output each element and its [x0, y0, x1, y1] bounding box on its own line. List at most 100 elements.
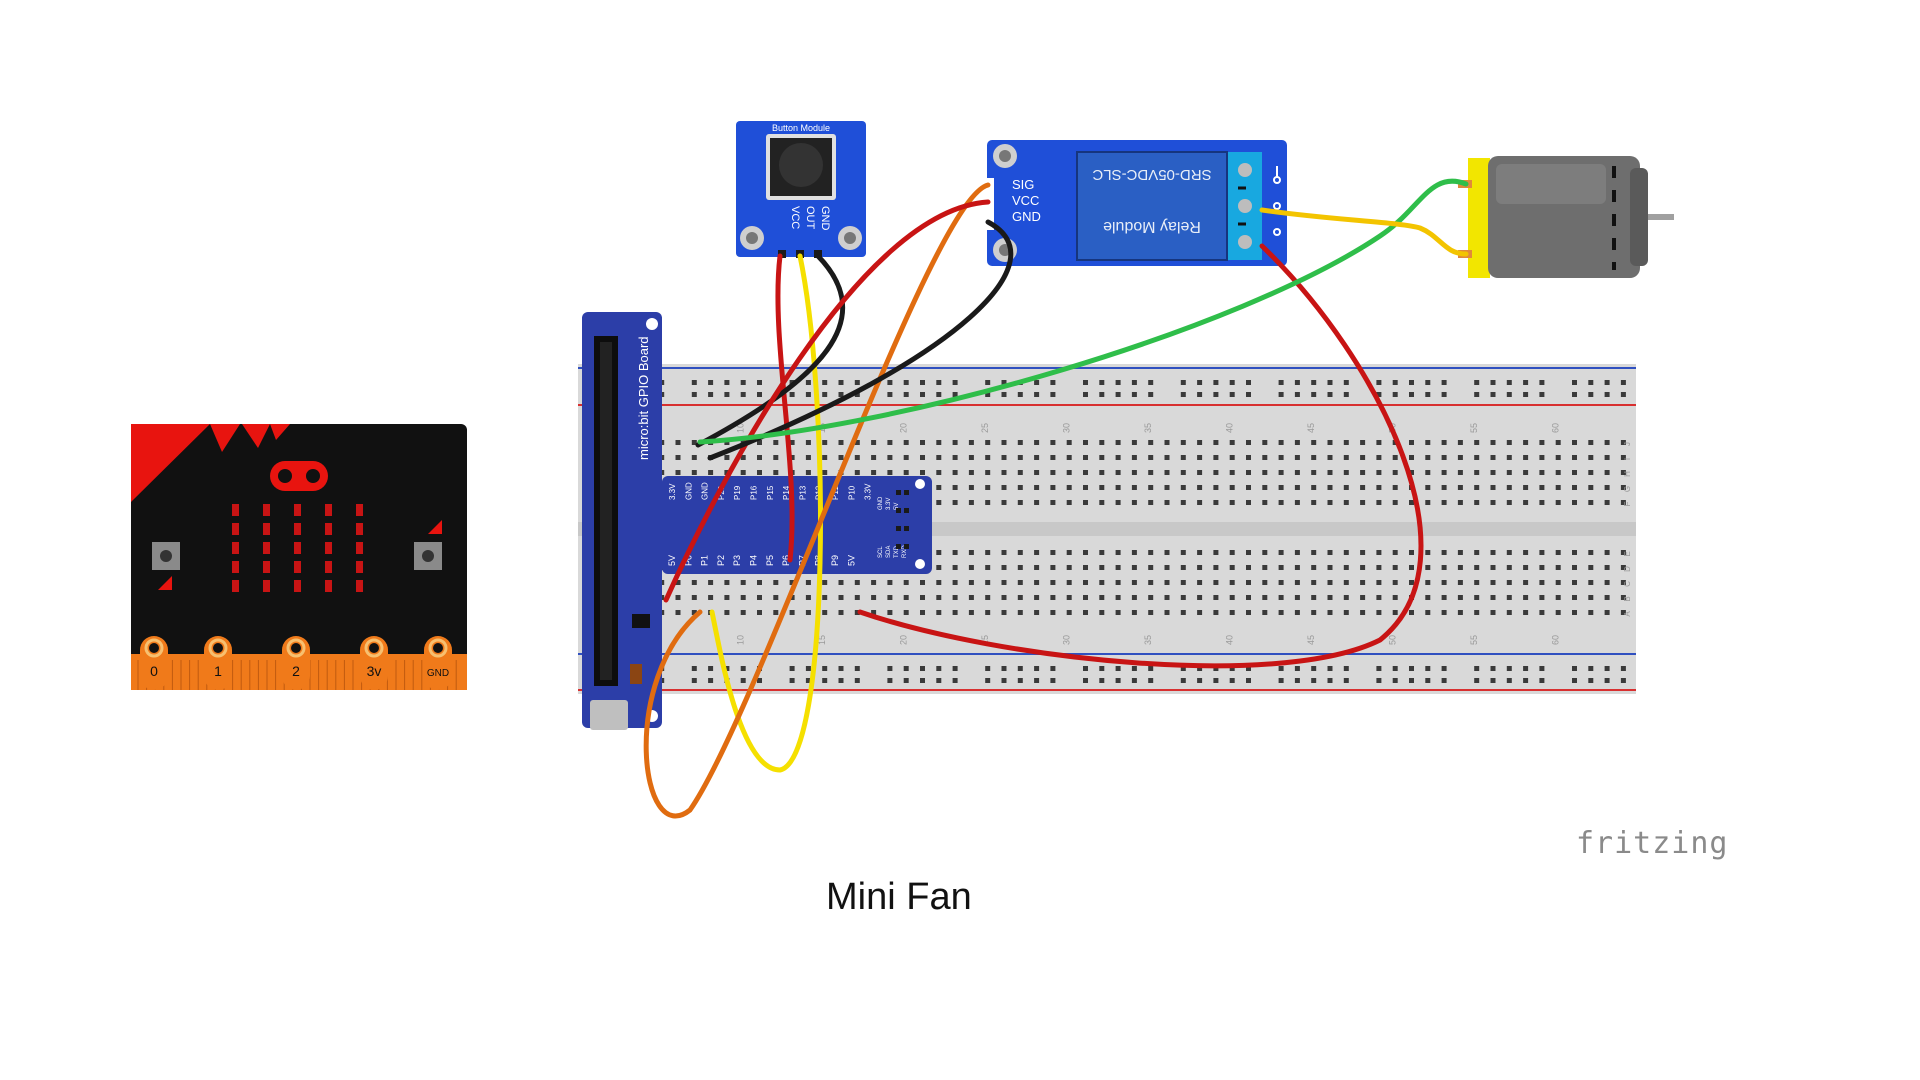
breadboard-hole: [1099, 565, 1105, 570]
breadboard-hole: [1425, 610, 1431, 615]
breadboard-hole: [1392, 392, 1398, 397]
breadboard-hole: [1246, 455, 1251, 460]
breadboard-hole: [1180, 610, 1186, 615]
breadboard-hole: [757, 595, 762, 600]
breadboard-hole: [920, 470, 925, 475]
breadboard-hole: [1083, 580, 1088, 585]
breadboard-hole: [691, 610, 697, 615]
breadboard-hole: [1050, 666, 1056, 671]
breadboard-hole: [985, 565, 991, 570]
breadboard-hole: [1115, 380, 1121, 385]
wire-relay-no-yellow: [1259, 207, 1469, 257]
breadboard-hole: [757, 580, 762, 585]
breadboard-hole: [920, 440, 925, 445]
breadboard-hole: [1262, 500, 1268, 505]
column-number-top: 60: [1551, 423, 1561, 433]
breadboard-hole: [1360, 595, 1366, 600]
breadboard-hole: [1278, 380, 1284, 385]
breadboard-hole: [757, 455, 762, 460]
pin-header-hole-tr: [915, 479, 925, 489]
gpio-pin-dot: [896, 490, 901, 495]
breadboard-hole: [952, 380, 958, 385]
breadboard-hole: [1213, 678, 1219, 683]
breadboard-hole: [1229, 666, 1235, 671]
led: [356, 561, 363, 573]
breadboard-hole: [1523, 500, 1529, 505]
microbit-logo-eye-left: [278, 469, 292, 483]
breadboard-hole: [1148, 565, 1154, 570]
breadboard-hole: [691, 455, 697, 460]
edge-pad-hole: [433, 643, 443, 653]
wire-relay-sig-orange: [643, 182, 991, 819]
breadboard-hole: [691, 380, 697, 385]
breadboard-hole: [1588, 595, 1594, 600]
breadboard-hole: [1066, 565, 1072, 570]
breadboard-hole: [1588, 470, 1594, 475]
breadboard-hole: [1148, 485, 1154, 490]
breadboard-hole: [1572, 565, 1577, 570]
breadboard-hole: [773, 440, 779, 445]
breadboard-hole: [1034, 455, 1040, 460]
breadboard-hole: [1115, 610, 1121, 615]
breadboard-hole: [1099, 440, 1105, 445]
breadboard-hole: [1392, 595, 1398, 600]
breadboard-hole: [1180, 550, 1186, 555]
breadboard-hole: [920, 610, 925, 615]
breadboard-hole: [708, 595, 714, 600]
breadboard-hole: [1115, 500, 1121, 505]
breadboard-hole: [1523, 380, 1529, 385]
breadboard-hole: [1017, 440, 1023, 445]
fritzing-logo: fritzing: [1576, 826, 1729, 861]
breadboard-hole: [968, 455, 974, 460]
breadboard-hole: [1506, 678, 1512, 683]
edge-pad-label: 3v: [367, 663, 382, 679]
breadboard-hole: [1490, 565, 1496, 570]
breadboard-hole: [1327, 470, 1333, 475]
gpio-bottom-pin-label: P0: [683, 555, 693, 566]
gpio-board-component-1: [632, 614, 650, 628]
breadboard-hole: [903, 666, 909, 671]
breadboard-hole: [1034, 500, 1040, 505]
breadboard-hole: [822, 470, 828, 475]
microbit-red-spike-3: [270, 424, 290, 440]
breadboard-hole: [1213, 470, 1219, 475]
led: [263, 580, 270, 592]
breadboard-hole: [1360, 440, 1366, 445]
breadboard-hole: [1099, 392, 1105, 397]
breadboard-hole: [903, 610, 909, 615]
breadboard-hole: [1539, 455, 1545, 460]
breadboard-hole: [1050, 392, 1056, 397]
breadboard-hole: [1148, 610, 1154, 615]
breadboard-hole: [822, 666, 828, 671]
relay-pin-label: VCC: [1012, 193, 1039, 208]
breadboard-hole: [1001, 565, 1007, 570]
breadboard-hole: [1441, 470, 1447, 475]
breadboard-hole: [691, 666, 697, 671]
led: [263, 523, 270, 535]
breadboard-hole: [871, 595, 877, 600]
breadboard-hole: [1604, 550, 1610, 555]
breadboard-hole: [708, 470, 714, 475]
breadboard-hole: [838, 610, 844, 615]
breadboard-hole: [1604, 565, 1610, 570]
breadboard-hole: [1506, 500, 1512, 505]
breadboard-hole: [805, 455, 811, 460]
breadboard-hole: [936, 550, 942, 555]
breadboard-hole: [1034, 565, 1040, 570]
breadboard-hole: [1360, 500, 1366, 505]
breadboard-hole: [1294, 485, 1300, 490]
breadboard-hole: [1506, 392, 1512, 397]
led: [294, 523, 301, 535]
breadboard-hole: [1523, 392, 1529, 397]
breadboard-hole: [1457, 580, 1463, 585]
breadboard-hole: [1278, 565, 1284, 570]
breadboard-hole: [1083, 500, 1088, 505]
breadboard-hole: [1246, 666, 1251, 671]
breadboard-hole: [1294, 455, 1300, 460]
breadboard-hole: [968, 595, 974, 600]
breadboard-hole: [1066, 580, 1072, 585]
breadboard-hole: [1376, 610, 1382, 615]
push-button-cap[interactable]: [779, 143, 823, 187]
breadboard-hole: [1474, 565, 1480, 570]
